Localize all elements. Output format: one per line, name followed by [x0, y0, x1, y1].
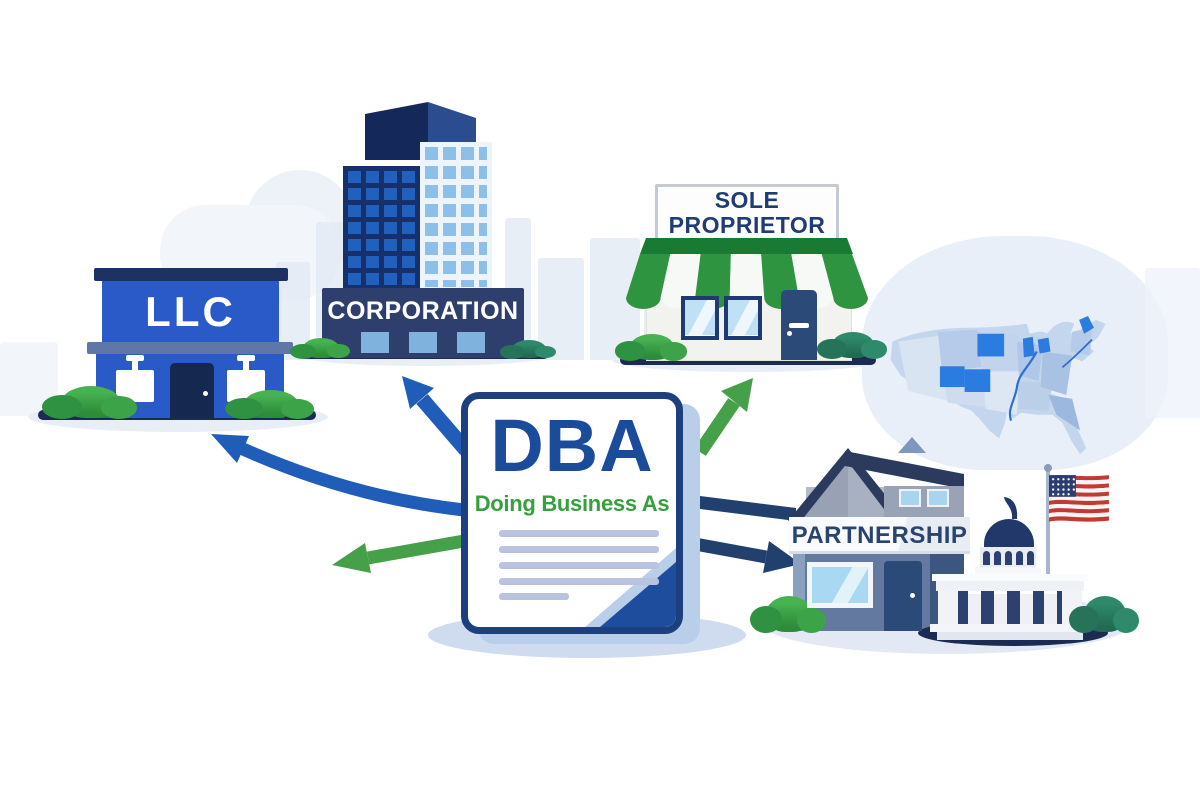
bush [749, 596, 826, 634]
dome-cornice [975, 567, 1041, 575]
corporation-base-windows [322, 332, 524, 353]
sole-proprietor-sign: SOLE PROPRIETOR [655, 184, 839, 241]
triangle-decor [898, 437, 926, 453]
bush [225, 390, 315, 419]
llc-sign: LLC [102, 281, 279, 342]
llc-roof-trim [94, 268, 288, 281]
llc-label: LLC [145, 287, 236, 335]
dba-acronym: DBA [490, 404, 654, 487]
us-map [890, 315, 1106, 455]
arrow-to-partnership-upper [684, 494, 796, 521]
arrow-to-sole-proprietor [694, 378, 753, 456]
corporation-tower-left-face [343, 166, 420, 292]
arrow-left-green [332, 534, 466, 573]
corporation-tower-right-face [420, 142, 492, 292]
skyline-building [1145, 268, 1200, 418]
column [994, 591, 1007, 624]
text-placeholder-line [499, 593, 569, 600]
corporation-label: CORPORATION [327, 297, 519, 325]
partnership-shop-window [807, 562, 873, 608]
flag-pole [1046, 470, 1050, 626]
bush [41, 386, 138, 419]
sole-door [781, 290, 817, 360]
bush [290, 338, 350, 359]
dome-drum [980, 547, 1036, 569]
pylon [938, 591, 958, 624]
arrow-to-partnership-lower [682, 535, 801, 573]
flag-pole-ball [1044, 464, 1052, 472]
entablature [936, 581, 1084, 591]
arrow-to-corporation [402, 376, 472, 455]
bush [817, 332, 887, 359]
text-placeholder-line [499, 562, 659, 569]
partnership-door [884, 561, 922, 631]
us-flag [1049, 475, 1109, 522]
corporation-base: CORPORATION [322, 288, 524, 358]
text-placeholder-line [499, 546, 659, 553]
document-page: DBA Doing Business As [461, 392, 683, 634]
arrow-to-llc [211, 434, 471, 517]
sole-window [681, 296, 719, 340]
sole-label-line1: SOLE [714, 186, 780, 213]
sole-window [724, 296, 762, 340]
partnership-roof [788, 448, 964, 521]
partnership-label: PARTNERSHIP [791, 521, 968, 549]
partnership-sign: PARTNERSHIP [789, 517, 970, 554]
llc-cornice [87, 342, 293, 354]
bush [1069, 596, 1139, 634]
dba-subtitle: Doing Business As [474, 491, 670, 516]
dome-finial [1004, 497, 1018, 519]
column [1020, 591, 1033, 624]
hall-wall [940, 591, 1080, 624]
steps [937, 632, 1083, 640]
sole-label-line2: PROPRIETOR [668, 211, 826, 238]
column [1044, 591, 1057, 624]
entablature [932, 574, 1088, 581]
steps [930, 624, 1090, 632]
column [968, 591, 981, 624]
text-placeholder-line [499, 578, 659, 585]
text-placeholder-line [499, 530, 659, 537]
bush [614, 334, 688, 361]
llc-door [170, 363, 214, 418]
bush [500, 340, 557, 359]
skyline-building [538, 258, 584, 360]
